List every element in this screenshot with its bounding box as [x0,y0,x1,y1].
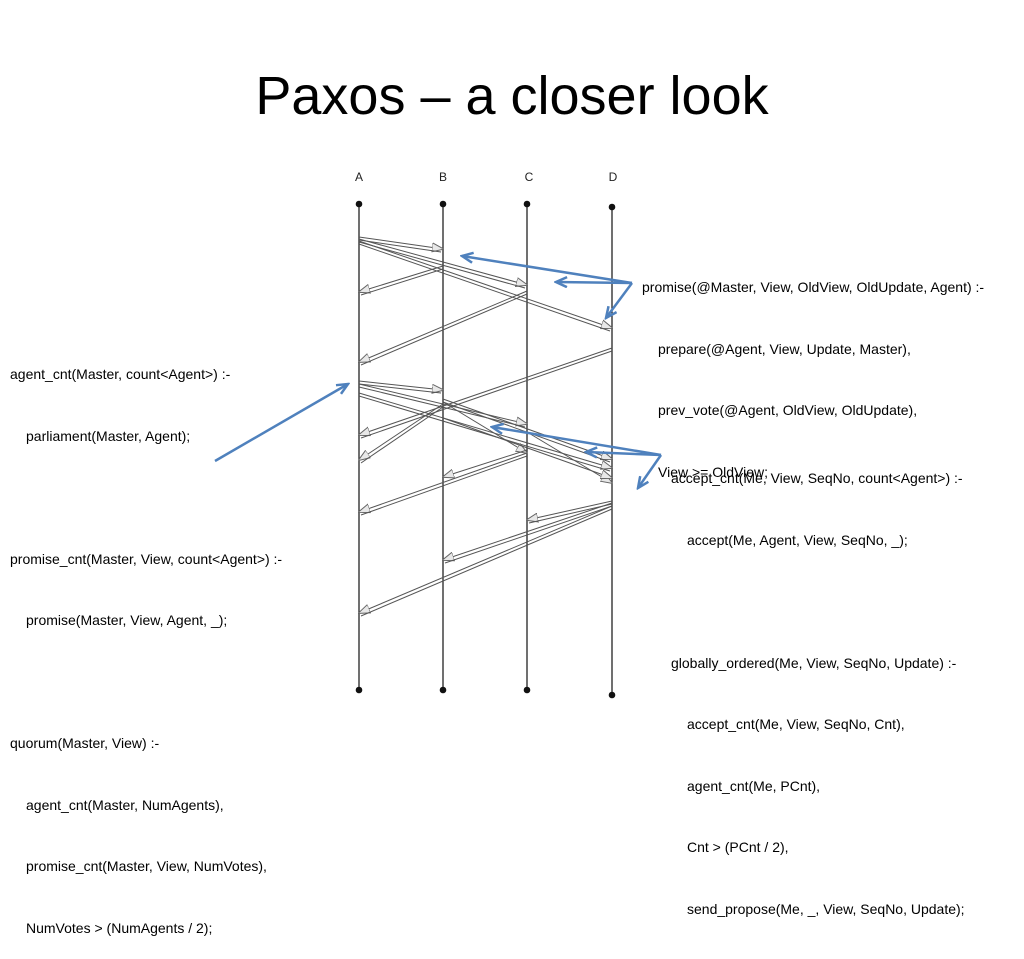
count-rules-block: agent_cnt(Master, count<Agent>) :- parli… [10,323,282,959]
message-prepare-a-c-2 [358,241,526,289]
promise-rule-head: promise(@Master, View, OldView, OldUpdat… [642,279,985,295]
message-promise-c-a-2 [360,293,528,366]
message-accept-d-a-2 [360,508,613,617]
annotation-arrow-promise-to-d [606,282,634,318]
globally-ordered-rule-line: accept_cnt(Me, View, SeqNo, Cnt), [687,716,905,732]
promise-cnt-rule-line: promise(Master, View, Agent, _); [26,612,228,628]
lane-label-a: A [355,170,363,184]
sequence-diagram: A B C D [214,170,663,699]
promise-rule-line: prepare(@Agent, View, Update, Master), [658,340,911,357]
message-accept-b-d-late [442,417,612,478]
agent-cnt-rule-line: parliament(Master, Agent); [26,427,191,444]
accept-rules-block: accept_cnt(Me, View, SeqNo, count<Agent>… [671,427,965,940]
annotation-arrow-accept-to-c [586,452,662,455]
message-promise-d-a-2 [360,350,613,439]
annotation-arrow-promise-to-c [556,282,633,283]
slide-title: Paxos – a closer look [255,66,769,126]
quorum-rule-head: quorum(Master, View) :- [10,735,160,751]
agent-cnt-rule-head: agent_cnt(Master, count<Agent>) :- [10,366,231,382]
annotation-arrow-accept-to-d [638,454,663,488]
lifeline-d-start [608,203,616,211]
message-prepare-a-b [358,236,443,249]
promise-cnt-rule-head: promise_cnt(Master, View, count<Agent>) … [10,550,283,567]
message-accept-c-a-2 [360,455,528,516]
annotation-arrow-promise-to-b [462,256,633,285]
spacer [10,487,282,508]
lifeline-a-end [355,686,363,694]
annotation-arrow-accept-to-b [492,427,662,457]
globally-ordered-rule-head: globally_ordered(Me, View, SeqNo, Update… [671,654,957,671]
message-propose-a-b [358,380,443,390]
message-propose-a-d-2 [358,395,611,472]
message-accept-b-a-2 [360,406,444,464]
lifeline-d-end [608,691,616,699]
message-prepare-a-d [358,240,612,328]
spacer [10,672,282,693]
message-accept-b-c [442,401,527,453]
message-accept-b-a [359,403,444,460]
message-prepare-a-b-2 [358,239,442,253]
message-accept-d-b [443,502,613,560]
message-promise-c-a [359,290,528,362]
lane-label-d: D [609,170,618,184]
quorum-rule-line: agent_cnt(Master, NumAgents), [26,796,224,813]
annotation-arrow-quorum-to-a [214,384,348,463]
message-propose-a-b-2 [358,383,442,394]
message-accept-c-d [526,431,612,483]
lane-label-c: C [525,170,534,184]
message-propose-a-d [358,392,612,468]
message-prepare-a-c [358,238,527,285]
message-accept-d-a [359,505,613,613]
lifeline-b-start [439,200,447,208]
accept-cnt-rule-head: accept_cnt(Me, View, SeqNo, count<Agent>… [671,470,963,486]
annotation-arrows [214,256,663,488]
globally-ordered-rule-line: agent_cnt(Me, PCnt), [687,777,821,794]
messages [358,236,613,617]
message-promise-b-a [359,265,444,292]
message-accept-c-a [359,452,528,512]
spacer [671,591,965,612]
message-promise-d-a [359,347,613,435]
promise-rule-line: View >= OldView; [658,463,768,480]
message-promise-b-a-2 [360,268,444,296]
lifeline-c-end [523,686,531,694]
accept-cnt-rule-line: accept(Me, Agent, View, SeqNo, _); [687,531,908,548]
message-propose-a-c-2 [358,386,526,428]
lifeline-b-end [439,686,447,694]
message-accept-d-b-2 [444,505,613,564]
quorum-rule-line: promise_cnt(Master, View, NumVotes), [26,858,267,874]
globally-ordered-rule-line: send_propose(Me, _, View, SeqNo, Update)… [687,900,965,917]
quorum-rule-line: NumVotes > (NumAgents / 2); [26,919,213,936]
promise-rule-block: promise(@Master, View, OldView, OldUpdat… [642,236,984,503]
globally-ordered-rule-line: Cnt > (PCnt / 2), [687,839,789,855]
lifeline-a-start [355,200,363,208]
message-prepare-a-d-2 [358,243,611,332]
message-accept-c-b [443,449,528,477]
lifeline-c-start [523,200,531,208]
message-accept-d-c [527,500,613,520]
lifeline-endpoints [355,200,616,699]
lane-label-b: B [439,170,447,184]
promise-rule-line: prev_vote(@Agent, OldView, OldUpdate), [658,402,918,418]
